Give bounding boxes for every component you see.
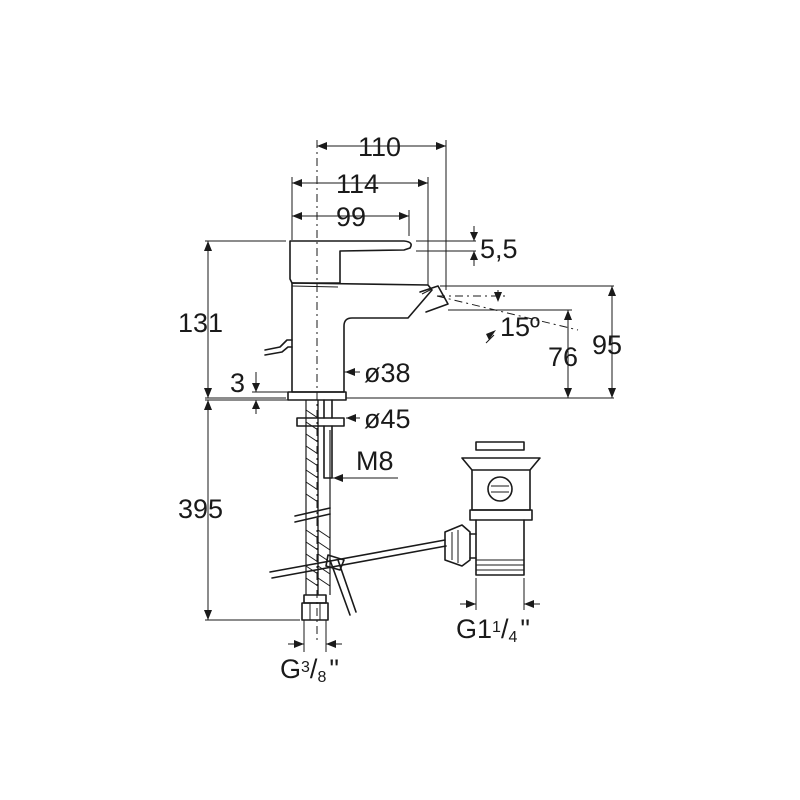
label-hose-connection: G3/8": [280, 654, 339, 686]
label-5-5: 5,5: [480, 234, 518, 264]
mounting-assembly: [294, 399, 345, 621]
label-114: 114: [336, 169, 379, 199]
pop-up-waste: [269, 441, 541, 616]
label-110: 110: [358, 132, 401, 162]
label-395: 395: [178, 494, 223, 524]
label-76: 76: [548, 342, 578, 372]
label-m8: M8: [356, 446, 394, 476]
label-d45: ø45: [364, 404, 411, 434]
label-95: 95: [592, 330, 622, 360]
label-131: 131: [178, 308, 223, 338]
label-15-degrees: 15º: [500, 312, 540, 342]
label-waste-connection: G11/4": [456, 614, 530, 646]
faucet-body: [264, 240, 449, 401]
label-d38: ø38: [364, 358, 411, 388]
flexible-hose: [305, 400, 331, 595]
dimension-labels: 110 114 99 5,5 131 95 15º 76 3 ø38 ø45 M…: [178, 132, 622, 686]
label-99: 99: [336, 202, 366, 232]
label-3: 3: [230, 368, 245, 398]
dimension-lines: [204, 140, 616, 652]
